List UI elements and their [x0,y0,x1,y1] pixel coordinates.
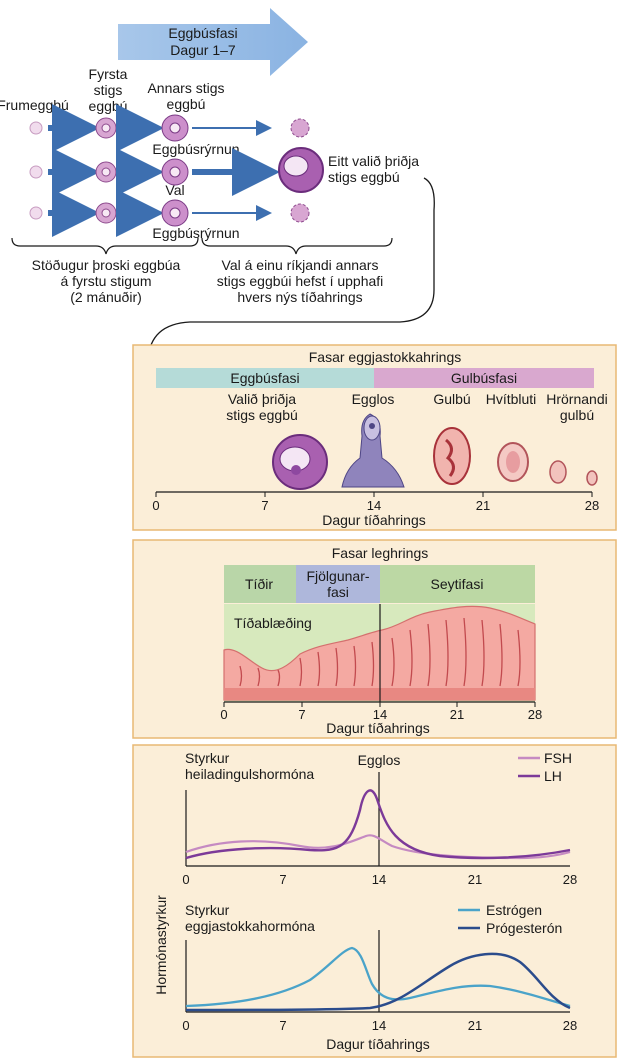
pituitary-title-1: Styrkur [185,750,230,766]
ovarian-hormone-title-1: Styrkur [185,902,230,918]
follicular-banner-arrow: Eggbúsfasi Dagur 1–7 [118,8,308,76]
atresia-label-top: Eggbúsrýrnun [152,141,239,157]
ovarian-follicular-label: Eggbúsfasi [230,370,299,386]
legend-estrogen: Estrógen [486,902,542,918]
uterine-secretory-label: Seytifasi [431,576,484,592]
ovarian-albicans-label: Hvítbluti [486,391,537,407]
atresia-label-bottom: Eggbúsrýrnun [152,225,239,241]
col-primary-label-2: stigs [94,82,123,98]
legend-lh: LH [544,768,562,784]
pituitary-tick-28: 28 [563,872,577,887]
follicle-row-1 [29,104,310,152]
uterine-menses-label: Tíðir [245,576,273,592]
note-right-3: hvers nýs tíðahrings [237,289,362,305]
uterine-tick-0: 0 [220,707,227,722]
uterine-tick-21: 21 [450,707,464,722]
note-right-2: stigs eggbúi hefst í upphafi [217,273,384,289]
ovarian-ovulation-label: Egglos [352,391,395,407]
ovarian-phase-follicular [156,368,374,388]
uterine-phase-proliferative [296,565,380,603]
selected-follicle-graphic [272,434,328,490]
ovarian-corpus-luteum-label: Gulbú [433,391,470,407]
banner-line2: Dagur 1–7 [170,42,236,58]
uterine-tick-7: 7 [298,707,305,722]
ovarian-hormone-tick-21: 21 [468,1018,482,1033]
uterine-phase-menses [224,565,296,603]
uterine-tick-28: 28 [528,707,542,722]
ovarian-xlabel: Dagur tíðahrings [322,512,426,528]
ovarian-tick-0: 0 [152,498,159,513]
uterine-tick-14: 14 [373,707,387,722]
hormone-ylabel: Hormónastyrkur [153,895,169,995]
hormone-xlabel: Dagur tíðahrings [326,1036,430,1052]
ovulation-label: Egglos [358,752,401,768]
fsh-curve [185,834,571,860]
col-primary-label-1: Fyrsta [89,66,128,82]
ovarian-phase-luteal [374,368,594,388]
banner-line1: Eggbúsfasi [168,25,237,41]
pituitary-tick-21: 21 [468,872,482,887]
ovarian-hormone-tick-0: 0 [182,1018,189,1033]
uterine-title: Fasar leghrings [332,545,429,561]
menstruation-label: Tíðablæðing [234,615,312,631]
ovarian-degenerating-label-1: Hrörnandi [546,391,607,407]
corpus-albicans-graphic [497,442,529,482]
col-secondary-label-1: Annars stigs [147,80,224,96]
pituitary-tick-0: 0 [182,872,189,887]
uterine-prolif-label-2: fasi [327,584,349,600]
ovarian-tick-14: 14 [367,498,381,513]
progesterone-curve [185,952,571,1012]
pituitary-tick-14: 14 [372,872,386,887]
uterine-prolif-label-1: Fjölgunar- [306,568,369,584]
corpus-luteum-graphic [433,427,471,485]
ovarian-tick-7: 7 [261,498,268,513]
col-primordial-label: Frumeggbú [0,97,69,113]
note-left-2: á fyrstu stigum [60,273,151,289]
pituitary-title-2: heiladingulshormóna [185,766,314,782]
ovarian-hormone-tick-14: 14 [372,1018,386,1033]
note-left-3: (2 mánuðir) [70,289,142,305]
ovarian-title: Fasar eggjastokkahrings [309,349,462,365]
ovarian-selected-label-1: Valið þriðja [228,391,296,407]
note-right-1: Val á einu ríkjandi annars [222,257,379,273]
ovarian-luteal-label: Gulbúsfasi [451,370,517,386]
ovarian-selected-label-2: stigs eggbú [226,407,298,423]
selected-follicle-label-1: Eitt valið þriðja [328,153,419,169]
uterine-phase-secretory [380,565,535,603]
brace-right [201,237,393,255]
estrogen-curve [185,946,571,1008]
note-left-1: Stöðugur þroski eggbúa [32,257,181,273]
uterine-xlabel: Dagur tíðahrings [326,720,430,736]
follicle-row-3 [29,189,310,237]
lh-curve [185,789,571,860]
legend-fsh: FSH [544,750,572,766]
ovarian-hormone-tick-28: 28 [563,1018,577,1033]
degenerating-corpus-luteum-graphic [549,460,598,486]
ovarian-tick-28: 28 [585,498,599,513]
selection-label: Val [165,182,184,198]
ovarian-hormone-title-2: eggjastokkahormóna [185,918,315,934]
ovarian-tick-21: 21 [476,498,490,513]
legend-progesterone: Prógesterón [486,920,562,936]
col-primary-label-3: eggbú [89,98,128,114]
follicle-row-2 [29,147,324,196]
ovarian-hormone-tick-7: 7 [279,1018,286,1033]
ovarian-ticks [155,492,593,497]
col-secondary-label-2: eggbú [167,96,206,112]
uterine-ticks [223,702,536,707]
selected-follicle-label-2: stigs eggbú [328,169,400,185]
pituitary-tick-7: 7 [279,872,286,887]
ovulation-graphic [341,413,405,488]
ovarian-degenerating-label-2: gulbú [560,407,594,423]
brace-left [11,237,199,255]
